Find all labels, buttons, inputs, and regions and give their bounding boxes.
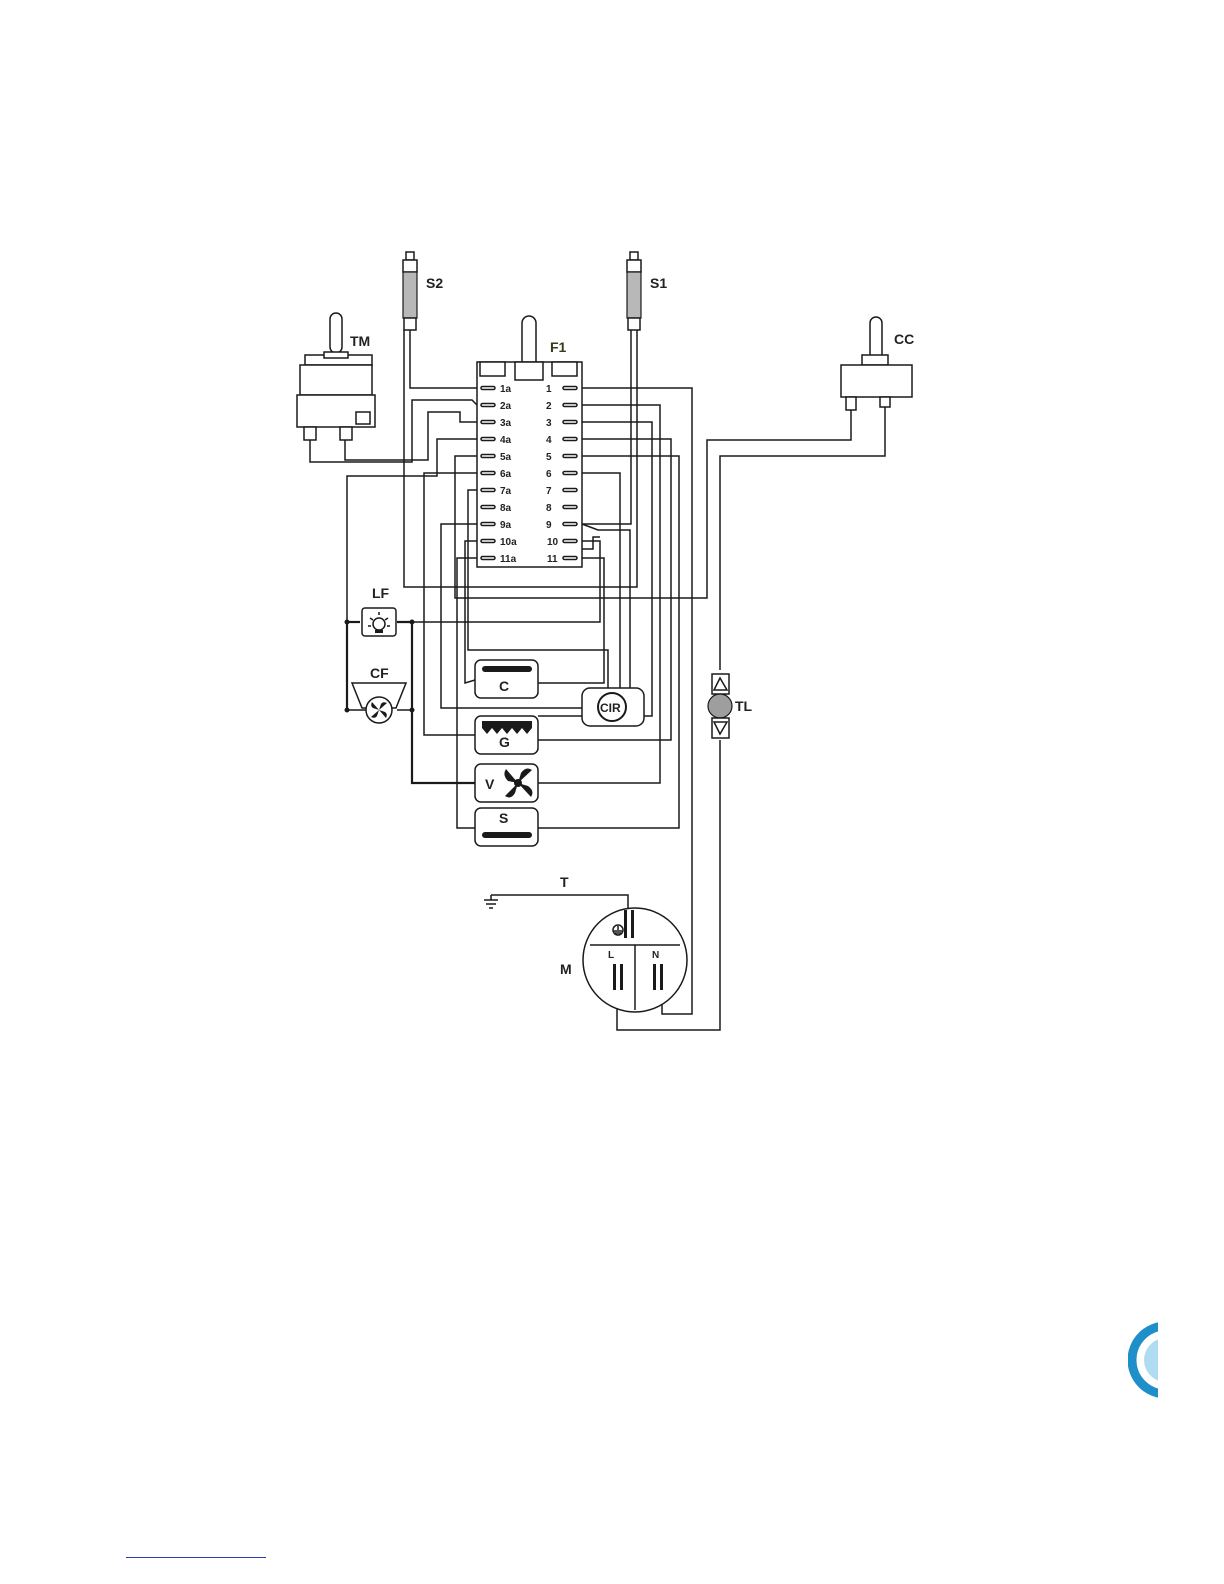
- s1-probe: [627, 252, 641, 330]
- f1-right-terminal: [563, 489, 577, 492]
- f1-left-terminal: [481, 455, 495, 458]
- f1-left-terminal: [481, 557, 495, 560]
- f1-right-pin-label: 2: [546, 401, 552, 412]
- f1-left-terminal: [481, 472, 495, 475]
- label-v: V: [485, 776, 495, 792]
- label-n: N: [652, 950, 659, 961]
- footer-link-underline[interactable]: [126, 1557, 266, 1558]
- f1-right-pin-label: 9: [546, 520, 552, 531]
- f1-right-terminal: [563, 438, 577, 441]
- f1-left-terminal: [481, 387, 495, 390]
- label-f1: F1: [550, 339, 567, 355]
- brand-logo: [1128, 1310, 1158, 1420]
- m-mains-terminal: [583, 908, 687, 1012]
- f1-right-terminal: [563, 523, 577, 526]
- f1-right-terminal: [563, 387, 577, 390]
- tl-thermal-limiter: [708, 674, 732, 738]
- f1-right-terminal: [563, 506, 577, 509]
- label-tl: TL: [735, 698, 753, 714]
- label-m: M: [560, 961, 572, 977]
- f1-right-pin-label: 8: [546, 503, 552, 514]
- s2-probe: [403, 252, 417, 330]
- f1-left-terminal: [481, 421, 495, 424]
- f1-left-terminal: [481, 438, 495, 441]
- label-c: C: [499, 678, 509, 694]
- f1-right-pin-label: 5: [546, 452, 552, 463]
- label-cir: CIR: [600, 701, 621, 715]
- f1-right-terminal: [563, 557, 577, 560]
- f1-left-pin-label: 4a: [500, 435, 512, 446]
- f1-left-pin-label: 8a: [500, 503, 512, 514]
- label-s2: S2: [426, 275, 443, 291]
- cf-fan: [352, 683, 406, 723]
- f1-right-pin-label: 4: [546, 435, 552, 446]
- f1-left-pin-label: 7a: [500, 486, 512, 497]
- f1-right-terminal: [563, 404, 577, 407]
- f1-right-pin-label: 1: [546, 384, 552, 395]
- label-s: S: [499, 810, 508, 826]
- label-s1: S1: [650, 275, 667, 291]
- f1-right-terminal: [563, 472, 577, 475]
- f1-left-pin-label: 2a: [500, 401, 512, 412]
- label-tm: TM: [350, 333, 370, 349]
- label-l: L: [608, 950, 614, 961]
- f1-right-pin-label: 3: [546, 418, 552, 429]
- f1-left-pin-label: 6a: [500, 469, 512, 480]
- f1-right-pin-label: 6: [546, 469, 552, 480]
- f1-left-pin-label: 3a: [500, 418, 512, 429]
- f1-left-terminal: [481, 489, 495, 492]
- ground-icon: [484, 895, 498, 908]
- f1-left-pin-label: 10a: [500, 537, 517, 548]
- f1-right-pin-label: 11: [547, 554, 558, 565]
- f1-left-terminal: [481, 404, 495, 407]
- f1-left-pin-label: 9a: [500, 520, 512, 531]
- label-cf: CF: [370, 665, 389, 681]
- f1-right-pin-label: 7: [546, 486, 552, 497]
- f1-left-terminal: [481, 506, 495, 509]
- f1-left-pin-label: 1a: [500, 384, 512, 395]
- f1-right-terminal: [563, 455, 577, 458]
- f1-left-pin-label: 11a: [500, 554, 517, 565]
- f1-left-terminal: [481, 523, 495, 526]
- f1-right-pin-label: 10: [547, 537, 559, 548]
- f1-left-terminal: [481, 540, 495, 543]
- f1-left-pin-label: 5a: [500, 452, 512, 463]
- label-t: T: [560, 874, 569, 890]
- label-lf: LF: [372, 585, 390, 601]
- f1-right-terminal: [563, 421, 577, 424]
- label-cc: CC: [894, 331, 914, 347]
- label-g: G: [499, 734, 510, 750]
- f1-right-terminal: [563, 540, 577, 543]
- lf-lamp: [362, 608, 396, 636]
